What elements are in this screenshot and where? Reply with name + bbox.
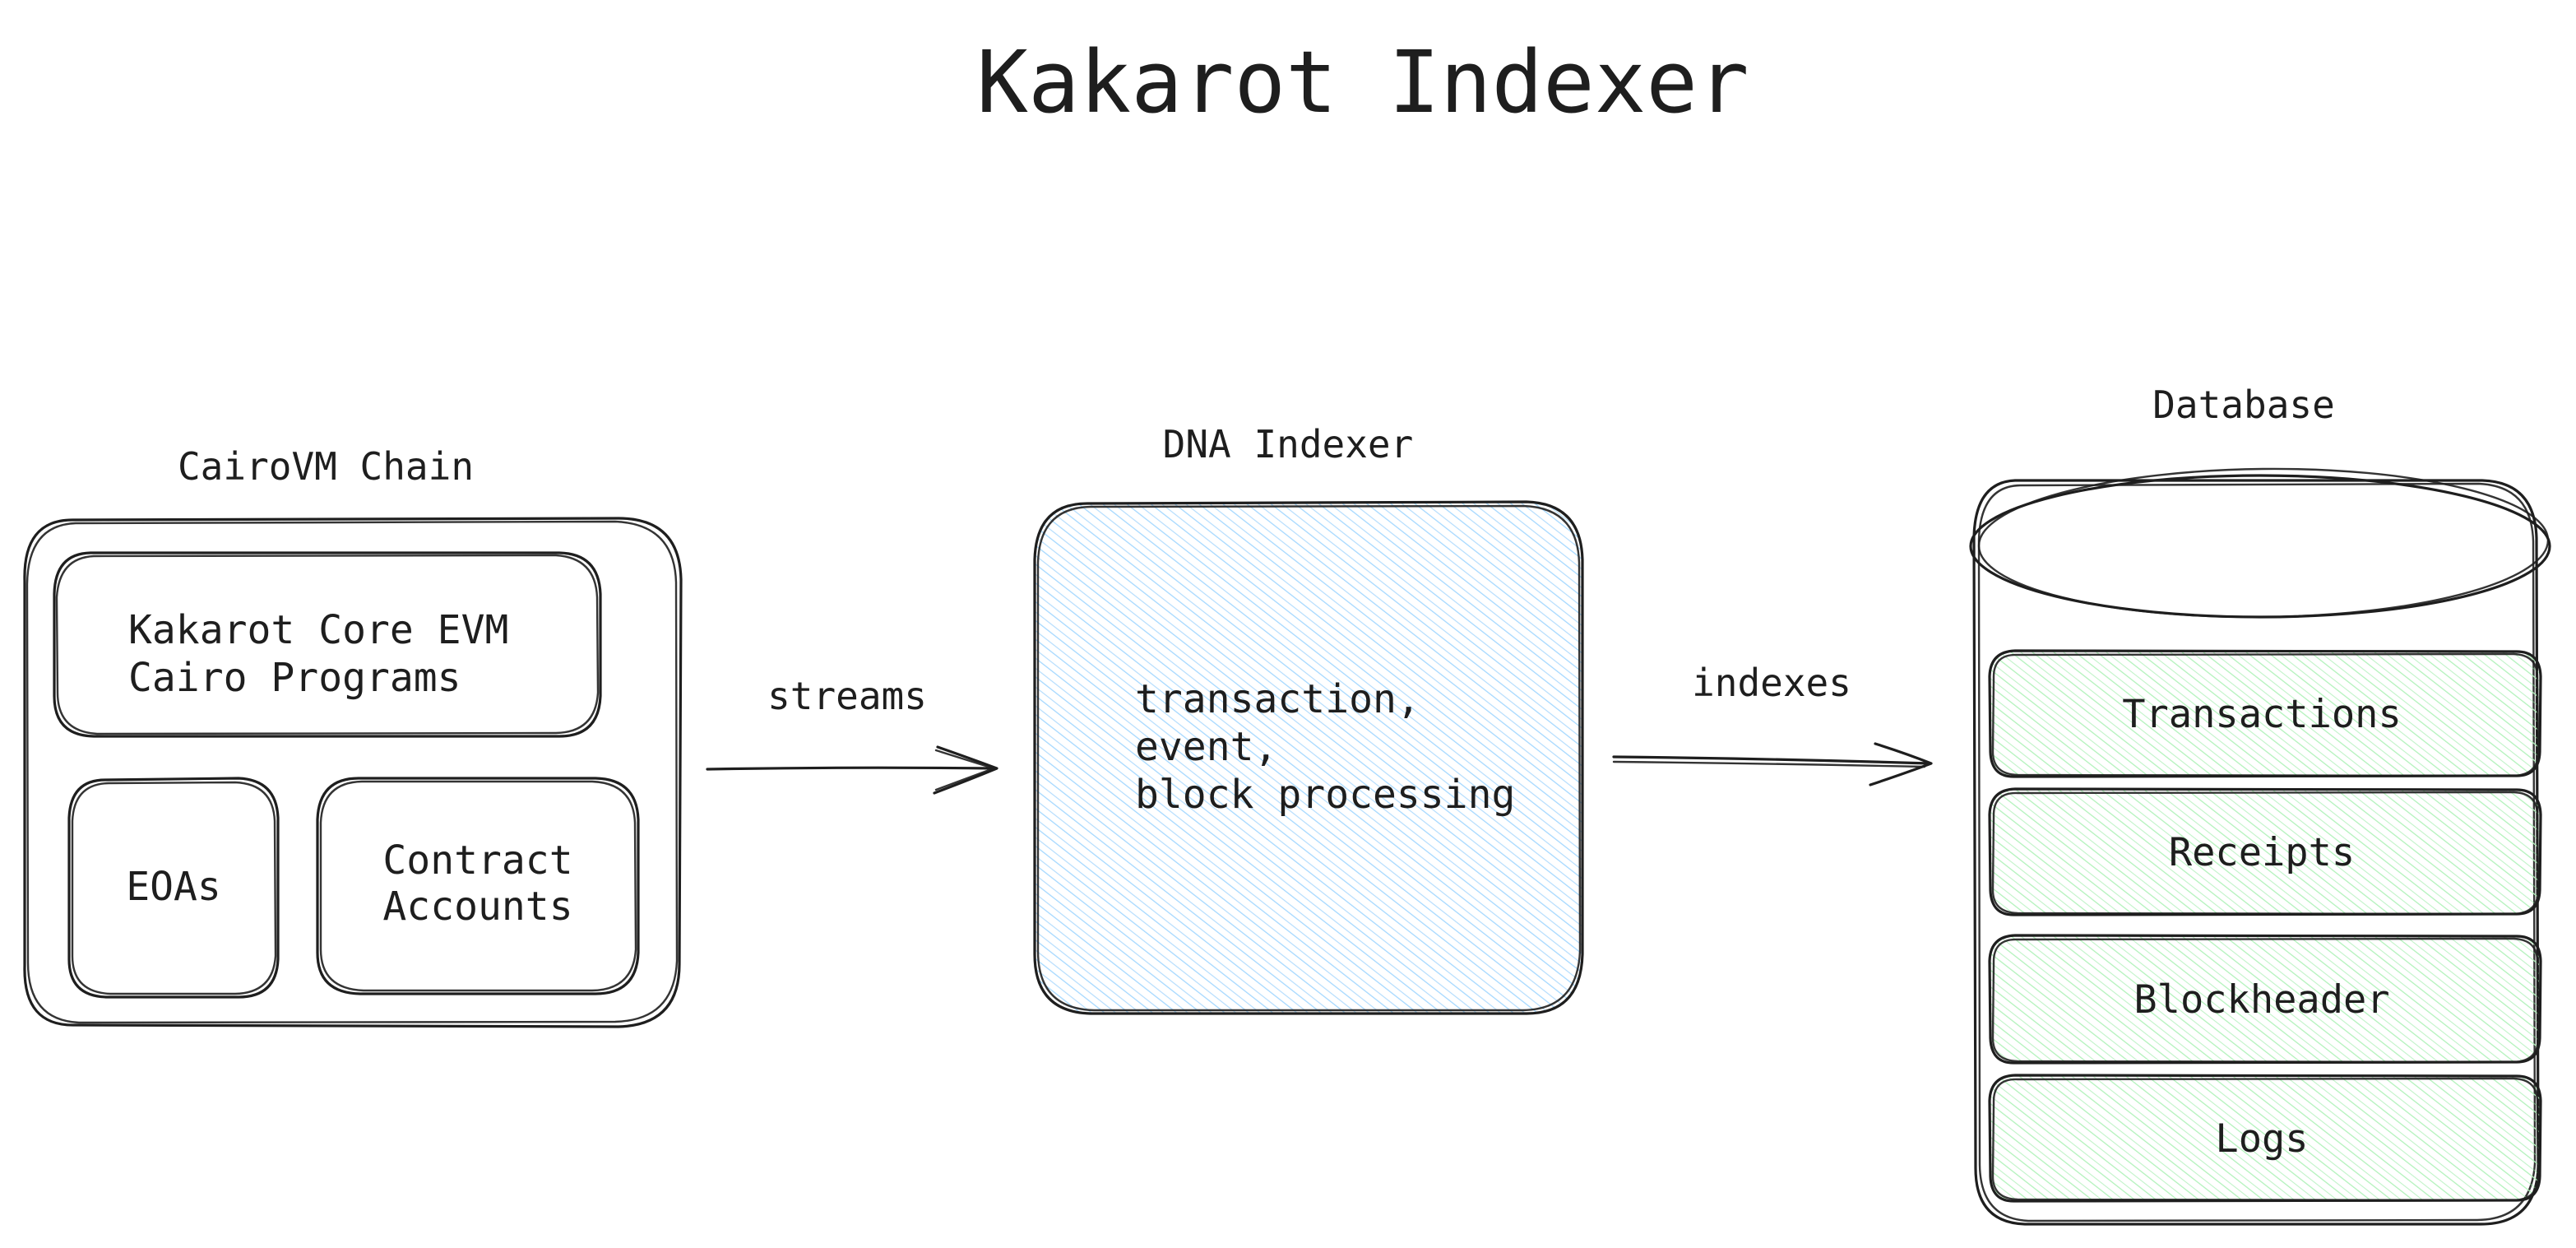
streams-label: streams xyxy=(767,674,927,718)
table-receipts-box: Receipts xyxy=(1988,787,2542,916)
cairovm-chain-label: CairoVM Chain xyxy=(178,444,474,489)
contract-accounts-line2: Accounts xyxy=(382,884,572,930)
dna-indexer-group: DNA Indexer transaction, event, block pr… xyxy=(1033,422,1584,1015)
cairovm-chain-group: CairoVM Chain Kakarot Core EVM Cairo Pro… xyxy=(23,444,683,1028)
table-transactions-box: Transactions xyxy=(1988,649,2542,778)
kakarot-core-line1: Kakarot Core EVM xyxy=(128,607,508,653)
eoas-label: EOAs xyxy=(126,864,221,910)
dna-indexer-box: transaction, event, block processing xyxy=(1033,500,1584,1015)
table-receipts-label: Receipts xyxy=(2169,830,2355,875)
table-logs-label: Logs xyxy=(2215,1116,2308,1162)
database-group: Database TransactionsReceiptsBlockheader… xyxy=(1969,383,2551,1226)
table-blockheader-box: Blockheader xyxy=(1988,934,2542,1065)
cairovm-chain-box xyxy=(23,517,683,1028)
contract-accounts-box: Contract Accounts xyxy=(316,777,640,995)
database-label: Database xyxy=(2152,383,2335,427)
diagram-title: Kakarot Indexer xyxy=(976,32,1749,132)
database-cylinder xyxy=(1969,467,2551,1226)
dna-indexer-line2: event, xyxy=(1135,724,1277,770)
kakarot-core-box: Kakarot Core EVM Cairo Programs xyxy=(53,551,602,738)
table-logs-box: Logs xyxy=(1988,1074,2542,1203)
table-transactions-label: Transactions xyxy=(2122,692,2402,737)
indexes-arrow: indexes xyxy=(1612,661,1933,786)
eoas-box: EOAs xyxy=(67,777,280,999)
dna-indexer-label: DNA Indexer xyxy=(1163,422,1414,466)
dna-indexer-line1: transaction, xyxy=(1135,676,1420,722)
table-blockheader-label: Blockheader xyxy=(2134,977,2389,1023)
dna-indexer-line3: block processing xyxy=(1135,772,1515,818)
indexes-label: indexes xyxy=(1692,661,1851,705)
kakarot-core-line2: Cairo Programs xyxy=(128,655,461,701)
streams-arrow: streams xyxy=(706,674,998,795)
contract-accounts-line1: Contract xyxy=(382,837,572,884)
